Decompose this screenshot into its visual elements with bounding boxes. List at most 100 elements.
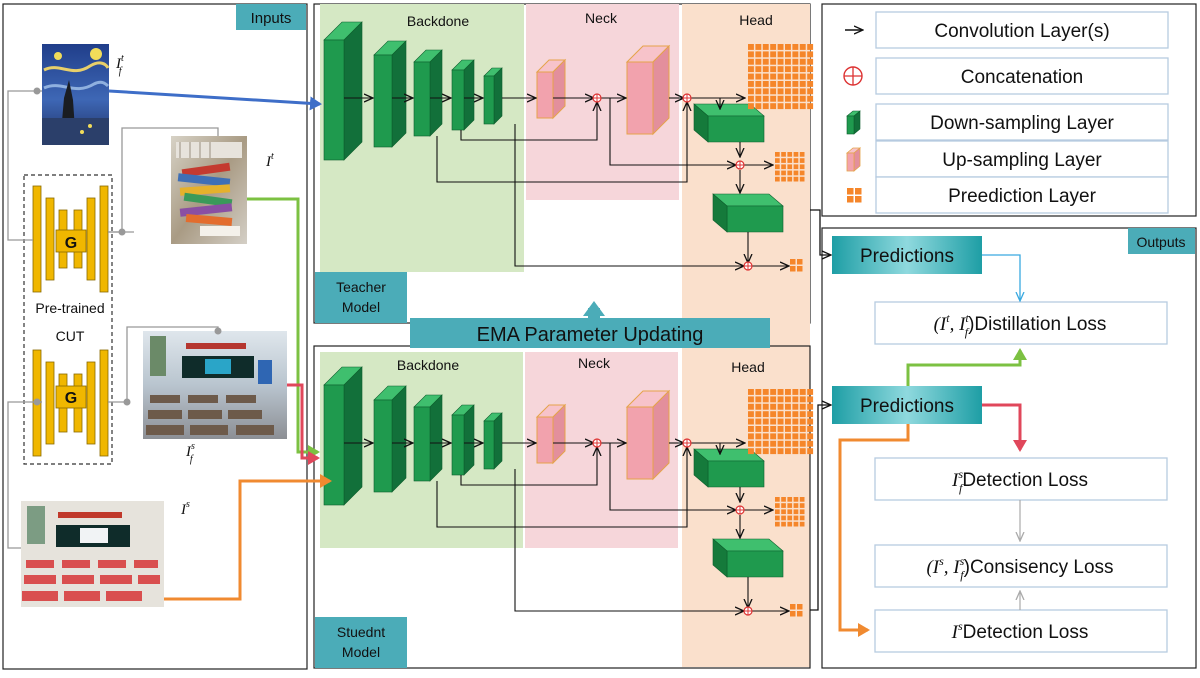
student-pred-to-distill-arrow (906, 348, 1027, 386)
prediction-icon (847, 188, 862, 203)
pretrained-label: Pre-trained (35, 300, 104, 316)
ema-update-bar: EMA Parameter Updating (410, 301, 770, 348)
style-image-it-f (42, 44, 110, 145)
legend-item-2: Down-sampling Layer (846, 103, 1169, 141)
student-head-grid-large (748, 389, 814, 455)
student-backbone-block-4 (451, 404, 475, 476)
outputs-title: Outputs (1136, 234, 1185, 250)
teacher-concat-1 (592, 93, 602, 103)
teacher-head-grid-large (748, 44, 814, 110)
legend-label-box (875, 57, 1169, 95)
student-pred-to-detection-s-arrow (838, 424, 910, 637)
red-input-arrow (287, 383, 320, 465)
teacher-neck-label: Neck (585, 10, 618, 26)
student-head-downsample-1 (693, 448, 765, 488)
teacher-head-downsample-2 (712, 193, 784, 233)
student-skip-arrow-2 (436, 448, 687, 528)
generator-top (32, 185, 109, 293)
teacher-network (323, 21, 814, 272)
student-backbone-block-1 (323, 366, 363, 506)
student-head-grid-small (790, 604, 803, 617)
teacher-predictions-box (832, 236, 982, 274)
student-to-predictions-arrow (810, 405, 830, 611)
svg-text:Isf: Isf (185, 441, 195, 465)
student-predictions-label: Predictions (860, 396, 954, 417)
student-skip-arrow-4 (609, 443, 735, 510)
teacher-concat-4 (743, 261, 753, 271)
connector-dots (33, 87, 222, 406)
student-head-downsample-2 (712, 538, 784, 578)
svg-text:Model: Model (342, 644, 380, 660)
teacher-concat-2 (682, 93, 692, 103)
teacher-backbone-block-2 (373, 40, 407, 148)
inputs-title: Inputs (251, 10, 292, 27)
generator-top-letter: G (65, 235, 77, 252)
student-backbone-block-5 (483, 412, 503, 470)
svg-text:Itf: Itf (115, 53, 124, 77)
generator-bottom-letter: G (65, 390, 77, 407)
legend-item-1: Concatenation (843, 57, 1169, 95)
teacher-head-grid-small (790, 259, 803, 272)
student-backbone-block-2 (373, 385, 407, 493)
student-concat-4 (743, 606, 753, 616)
legend-panel: Convolution Layer(s) ConcatenationDown-sa… (821, 3, 1197, 217)
student-backbone-label: Backdone (397, 357, 459, 373)
teacher-neck-upsample-2 (625, 44, 671, 136)
distillation-loss-box (874, 301, 1168, 345)
concat-icon (843, 66, 863, 86)
teacher-backbone-block-1 (323, 21, 363, 161)
legend-label: Convolution Layer(s) (934, 21, 1109, 42)
blue-input-arrow (108, 89, 322, 111)
source-image-is (21, 501, 164, 607)
teacher-to-predictions-arrow (810, 209, 830, 255)
teacher-head-grid-mid (775, 152, 805, 182)
svg-text:Model: Model (342, 299, 380, 315)
teacher-backbone-block-3 (413, 49, 443, 137)
svg-text:It: It (265, 151, 274, 170)
legend-label: Concatenation (961, 67, 1084, 88)
student-head-label: Head (731, 359, 764, 375)
svg-text:Is: Is (180, 499, 190, 518)
teacher-skip-arrow-1 (460, 103, 597, 141)
student-neck-label: Neck (578, 355, 611, 371)
student-model-label: Stuednt (337, 624, 385, 640)
teacher-concat-3 (735, 160, 745, 170)
student-skip-arrow-3 (514, 469, 743, 611)
legend-label: Up-sampling Layer (942, 150, 1102, 171)
student-pred-to-detection-f-arrow (982, 403, 1027, 452)
student-neck-upsample-1 (535, 403, 567, 465)
student-concat-3 (735, 505, 745, 515)
teacher-head-downsample-1 (693, 103, 765, 143)
student-predictions-box (832, 386, 982, 424)
teacher-backbone-block-5 (483, 67, 503, 125)
cut-generator-box (23, 174, 113, 465)
orange-input-arrow (164, 474, 332, 601)
student-neck-upsample-2 (625, 389, 671, 481)
legend-item-3: Up-sampling Layer (845, 140, 1169, 178)
consistency-loss-box (874, 544, 1168, 588)
teacher-skip-arrow-3 (514, 124, 743, 266)
legend-label-box (875, 11, 1169, 49)
detection-loss-s-label: IsDetection Loss (951, 619, 1089, 643)
ema-label: EMA Parameter Updating (477, 324, 704, 346)
detection-loss-s-box (874, 609, 1168, 653)
translated-image-is-f (143, 331, 287, 439)
teacher-backbone-label: Backdone (407, 13, 469, 29)
cut-label: CUT (56, 328, 85, 344)
legend-label-box (875, 176, 1169, 214)
legend-label: Preediction Layer (948, 186, 1097, 207)
upsample-icon (845, 147, 862, 172)
teacher-model-label: Teacher (336, 279, 386, 295)
student-head-grid-mid (775, 497, 805, 527)
student-backbone-block-3 (413, 394, 443, 482)
teacher-skip-arrow-2 (436, 103, 687, 183)
teacher-pred-to-distill-arrow (982, 254, 1020, 300)
gray-connectors (7, 90, 219, 549)
teacher-skip-arrow-4 (609, 98, 735, 165)
